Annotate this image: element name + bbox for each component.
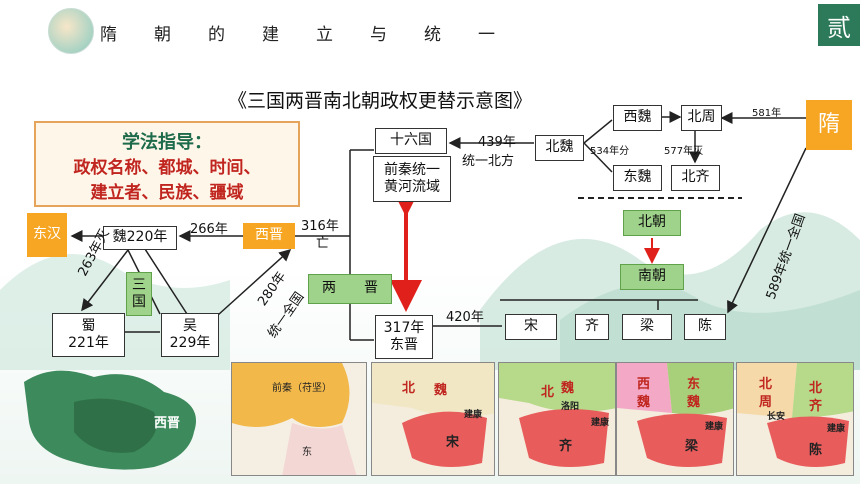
- node-xiwei: 西魏: [613, 105, 662, 131]
- guide-line1: 政权名称、都城、时间、: [73, 158, 261, 178]
- node-dongjin: 317年 东晋: [375, 315, 433, 359]
- node-liangjin: 两 晋: [308, 274, 392, 304]
- map-qi-label2: 北: [541, 385, 555, 400]
- map-chen-label4: 北: [809, 381, 823, 396]
- map-song: 北 魏 建康 宋: [371, 362, 495, 476]
- label-439: 439年: [478, 135, 516, 150]
- node-xijin: 西晋: [243, 223, 295, 249]
- node-liang: 梁: [622, 314, 672, 340]
- map-song-label4: 建康: [464, 410, 483, 420]
- map-song-label: 宋: [446, 435, 460, 450]
- map-qi: 北 魏 洛阳 建康 齐: [498, 362, 616, 476]
- map-qianqin: 前秦（苻坚） 东: [231, 362, 367, 476]
- map-qi-label: 齐: [559, 439, 573, 454]
- node-sanguo: 三 国: [126, 272, 152, 316]
- label-534: 534年分: [590, 146, 630, 157]
- map-qianqin-label2: 东: [302, 447, 312, 458]
- label-316: 316年: [301, 219, 339, 234]
- label-420: 420年: [446, 310, 484, 325]
- map-song-label3: 魏: [434, 383, 448, 398]
- node-beizhou: 北周: [681, 105, 722, 131]
- map-song-label2: 北: [402, 381, 416, 396]
- label-577: 577年灭: [664, 146, 704, 157]
- map-xijin: 西晋: [14, 362, 216, 476]
- page-title: 隋朝的建立与统一: [100, 25, 532, 45]
- section-badge: 贰: [818, 4, 860, 46]
- node-shiliuguo: 十六国: [375, 128, 447, 154]
- node-beichao: 北朝: [623, 210, 681, 236]
- diagram-title: 《三国两晋南北朝政权更替示意图》: [228, 90, 533, 112]
- map-chen-label3: 周: [759, 395, 773, 410]
- node-dongwei: 东魏: [613, 165, 662, 191]
- map-qianqin-label: 前秦（苻坚）: [272, 383, 332, 394]
- node-sui: 隋: [806, 100, 852, 150]
- study-guide-box: 学法指导： 政权名称、都城、时间、 建立者、民族、疆域: [34, 121, 300, 207]
- map-qi-label4: 洛阳: [561, 402, 580, 412]
- map-chen-label7: 建康: [827, 424, 846, 434]
- map-liang-label5: 魏: [687, 395, 701, 410]
- node-donghan: 东汉: [27, 213, 67, 257]
- map-xijin-label: 西晋: [154, 416, 181, 431]
- node-qianqin: 前秦统一 黄河流域: [373, 156, 451, 202]
- node-song: 宋: [505, 314, 557, 340]
- map-chen-label: 陈: [809, 443, 823, 458]
- map-chen: 北 周 北 齐 长安 建康 陈: [736, 362, 854, 476]
- label-266: 266年: [190, 222, 228, 237]
- map-chen-label6: 长安: [767, 412, 786, 422]
- map-qi-label3: 魏: [561, 381, 575, 396]
- map-liang-label: 梁: [685, 439, 699, 454]
- node-shu: 蜀 221年: [52, 313, 125, 357]
- map-liang-label3: 魏: [637, 395, 651, 410]
- map-liang-label6: 建康: [705, 422, 724, 432]
- label-tongyi-beifang: 统一北方: [462, 154, 515, 169]
- label-wang: 亡: [316, 236, 330, 251]
- node-beiqi: 北齐: [671, 165, 720, 191]
- label-581: 581年: [752, 108, 782, 119]
- map-liang-label4: 东: [687, 377, 701, 392]
- map-chen-label2: 北: [759, 377, 773, 392]
- node-chen: 陈: [684, 314, 726, 340]
- header-emblem: [48, 8, 94, 54]
- node-nanchao: 南朝: [620, 264, 684, 290]
- node-wu: 吴 229年: [161, 313, 219, 357]
- map-chen-label5: 齐: [809, 399, 823, 414]
- node-qi: 齐: [575, 314, 609, 340]
- guide-line2: 建立者、民族、疆域: [90, 183, 244, 203]
- map-liang: 西 魏 东 魏 建康 梁: [616, 362, 734, 476]
- node-wei: 魏220年: [103, 226, 177, 250]
- node-beiwei: 北魏: [535, 135, 584, 161]
- map-qi-label5: 建康: [591, 418, 610, 428]
- map-liang-label2: 西: [637, 377, 651, 392]
- guide-heading: 学法指导：: [122, 132, 212, 153]
